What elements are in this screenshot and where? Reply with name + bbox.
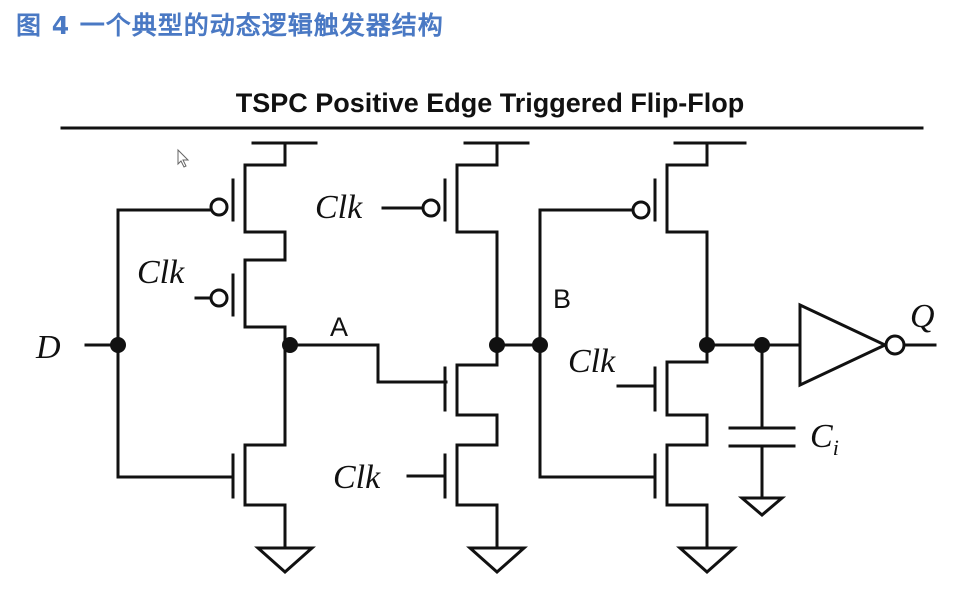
clk-label-stage3: Clk (568, 343, 616, 380)
capacitor-label: Ci (810, 418, 839, 460)
clk-label-stage1: Clk (137, 254, 185, 291)
nmos-transistor-3b (653, 443, 709, 507)
pmos-transistor-1b (194, 258, 287, 329)
nmos-transistor-2b (406, 443, 499, 507)
output-inverter (798, 302, 937, 388)
node-d (110, 337, 126, 353)
node-b-label: B (553, 284, 571, 314)
node-a-label: A (330, 312, 348, 342)
output-q-label: Q (910, 298, 935, 335)
ground-symbol-3 (676, 546, 738, 575)
node-a-wire (288, 343, 448, 384)
clk-label-stage2-pmos: Clk (315, 189, 363, 226)
nmos-transistor-1 (116, 443, 287, 507)
pmos-transistor-2 (381, 163, 499, 234)
stage-2 (381, 141, 548, 575)
nmos-transistor-2a (443, 363, 499, 417)
mouse-cursor-icon (177, 148, 190, 168)
ground-symbol-1 (254, 546, 316, 575)
clk-label-stage2-nmos: Clk (333, 459, 381, 496)
capacitor-ci (728, 343, 796, 517)
ground-symbol-2 (466, 546, 528, 575)
pmos-transistor-1a (209, 163, 287, 234)
figure-caption: 图 4 一个典型的动态逻辑触发器结构 (16, 11, 444, 40)
stage-3 (538, 141, 802, 575)
node-stage2-output (489, 337, 505, 353)
stage-1 (84, 141, 318, 575)
pmos-transistor-3 (631, 163, 709, 234)
ground-symbol-cap (737, 496, 787, 517)
diagram-title: TSPC Positive Edge Triggered Flip-Flop (236, 88, 745, 118)
nmos-transistor-3a (616, 360, 709, 417)
capacitor-label-subscript: i (833, 435, 839, 460)
capacitor-label-main: C (810, 418, 833, 455)
node-stage3-output (699, 337, 715, 353)
input-d-label: D (35, 329, 61, 366)
